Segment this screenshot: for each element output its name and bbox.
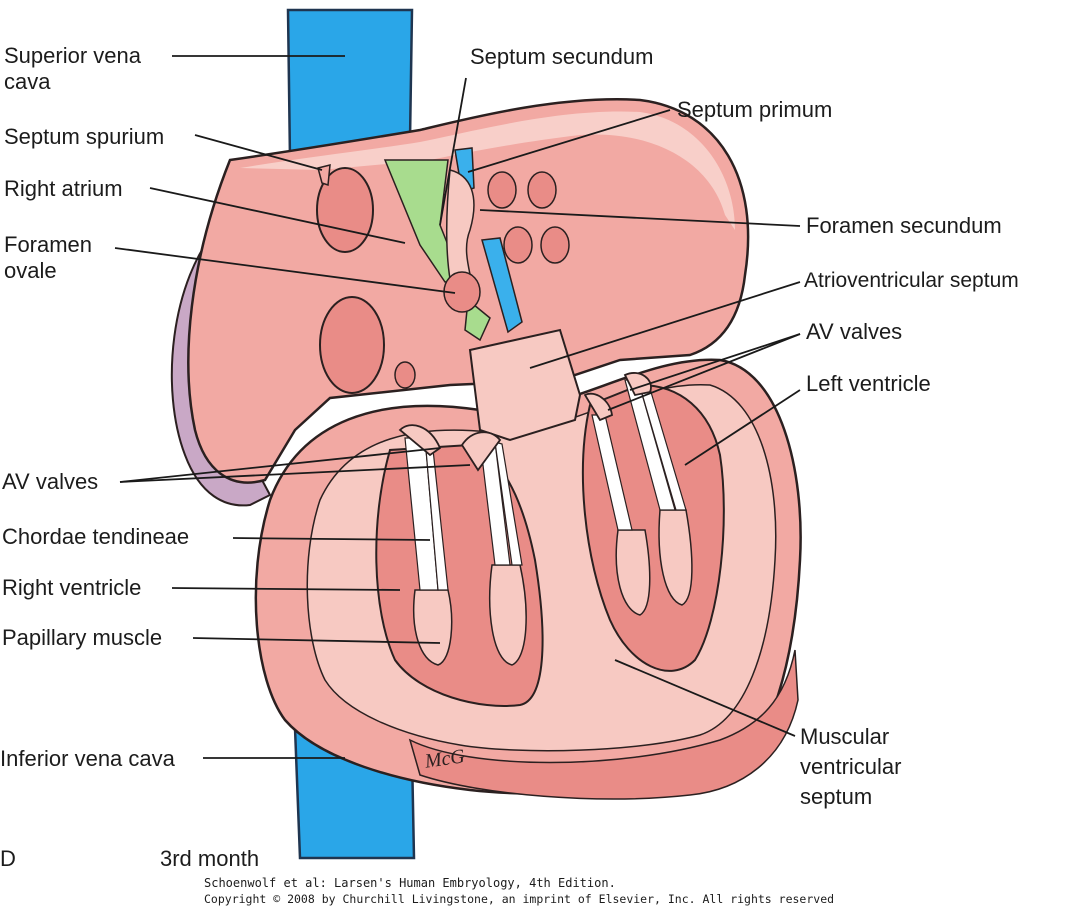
label-right-atrium: Right atrium [4, 176, 123, 201]
label-atrioventricular-septum: Atrioventricular septum [804, 269, 1019, 292]
label-av-valves-right: AV valves [806, 319, 903, 344]
sinus-opening-lower [319, 296, 385, 394]
label-av-valves-left: AV valves [2, 469, 99, 494]
label-papillary-muscle: Papillary muscle [2, 625, 163, 650]
label-foramen-ovale: Foramen ovale [4, 232, 93, 283]
label-septum-spurium: Septum spurium [4, 124, 165, 149]
label-inferior-vena-cava: Inferior vena cava [0, 746, 175, 771]
atrioventricular-septum-tissue [468, 328, 582, 442]
label-left-ventricle: Left ventricle [806, 371, 931, 396]
ventricle-rim-lower [408, 649, 799, 800]
septum-primum-lower [481, 237, 523, 334]
av-valve-cusps [398, 372, 652, 472]
pulmonary-vein-2 [527, 171, 557, 209]
label-septum-secundum: Septum secundum [470, 44, 654, 69]
label-foramen-secundum: Foramen secundum [806, 213, 1002, 238]
citation-line-1: Schoenwolf et al: Larsen's Human Embryol… [204, 876, 616, 890]
label-chordae-tendineae: Chordae tendineae [2, 524, 190, 549]
panel-letter: D [0, 846, 16, 871]
label-septum-primum: Septum primum [677, 97, 833, 122]
papillary-muscle-rv-2 [489, 564, 527, 666]
atria-rim [240, 111, 735, 230]
leader-lines [114, 55, 801, 759]
sinus-opening-upper [316, 167, 374, 253]
papillary-muscle-lv-2 [658, 509, 693, 606]
citation-line-2: Copyright © 2008 by Churchill Livingston… [204, 892, 835, 906]
left-ventricle-cavity [581, 383, 725, 672]
papillary-muscle-rv-1 [412, 589, 453, 666]
small-opening [394, 361, 416, 389]
stage-label: 3rd month [160, 846, 260, 871]
pulmonary-vein-3 [503, 226, 533, 264]
label-superior-vena-cava: Superior vena cava [4, 43, 141, 94]
pulmonary-vein-1 [487, 171, 517, 209]
label-right-ventricle: Right ventricle [2, 575, 142, 600]
papillary-muscle-lv-1 [615, 529, 651, 616]
pulmonary-vein-4 [540, 226, 570, 264]
septum-secundum-tissue [445, 169, 475, 302]
label-muscular-ventricular-septum: Muscular ventricular septum [800, 724, 902, 809]
